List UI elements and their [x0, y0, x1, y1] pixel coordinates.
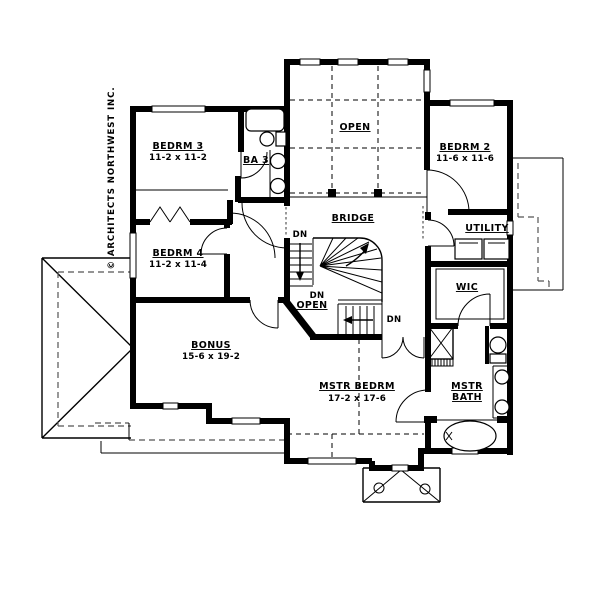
label-bridge: BRIDGE: [332, 213, 375, 224]
bridge-railing-dashed: [285, 206, 424, 240]
bath3-fixtures: [245, 108, 287, 200]
label-mstr-bath-1: MSTR: [451, 381, 483, 392]
post: [374, 189, 382, 197]
washer: [454, 238, 483, 260]
rear-deck-outline: [95, 422, 287, 454]
label-bedrm2: BEDRM 2: [439, 142, 490, 153]
label-mstr-bedrm: MSTR BEDRM: [319, 381, 395, 392]
window: [307, 457, 357, 465]
dims-bedrm4: 11-2 x 11-4: [149, 260, 207, 270]
window: [337, 58, 359, 66]
toilet-tank: [489, 353, 507, 364]
window: [506, 220, 514, 236]
dims-bonus: 15-6 x 19-2: [182, 352, 240, 362]
master-ceiling-dashed: [287, 339, 424, 461]
label-utility: UTILITY: [465, 223, 508, 234]
wic-shelving: [435, 268, 505, 320]
tub-faucet: [445, 431, 453, 441]
sink: [494, 399, 510, 415]
label-bedrm4: BEDRM 4: [152, 248, 203, 259]
label-ba3: BA 3: [243, 155, 269, 166]
left-hip-roof: [41, 257, 134, 439]
sink: [494, 369, 510, 385]
post: [328, 189, 336, 197]
label-dn-upper: DN: [293, 230, 308, 240]
window: [231, 417, 261, 425]
stairs: [287, 237, 383, 338]
toilet: [259, 131, 275, 147]
label-bedrm3: BEDRM 3: [152, 141, 203, 152]
master-bath-fixtures: [428, 326, 510, 452]
window: [423, 69, 431, 93]
utility-fixtures: [454, 238, 510, 260]
dims-mstr-bedrm: 17-2 x 17-6: [328, 394, 386, 404]
label-open-stair: OPEN: [296, 300, 327, 311]
dryer: [483, 238, 510, 260]
window: [391, 464, 409, 472]
sink: [269, 177, 287, 195]
oval-tub: [443, 420, 497, 452]
open-area-ceiling-grid: [287, 66, 427, 198]
architect-credit: © ARCHITECTS NORTHWEST INC.: [107, 86, 117, 269]
window: [129, 232, 137, 279]
window: [449, 99, 495, 107]
window: [151, 105, 206, 113]
window: [162, 402, 179, 410]
windows: [129, 58, 514, 472]
bathtub: [245, 108, 285, 132]
toilet: [489, 336, 507, 354]
sink: [269, 152, 287, 170]
toilet-tank: [275, 131, 287, 147]
right-roof-outline: [513, 157, 564, 291]
label-bonus: BONUS: [191, 340, 231, 351]
label-mstr-bath-2: BATH: [452, 392, 482, 403]
window: [387, 58, 409, 66]
bifold-closet-door: [149, 206, 191, 223]
window: [299, 58, 321, 66]
label-dn-lower: DN: [387, 315, 402, 325]
label-open-above: OPEN: [339, 122, 370, 133]
label-wic: WIC: [456, 282, 478, 293]
dims-bedrm3: 11-2 x 11-2: [149, 153, 207, 163]
porch-hip-roof: [362, 467, 441, 503]
doors: [136, 151, 491, 423]
dims-bedrm2: 11-6 x 11-6: [436, 154, 494, 164]
labels: © ARCHITECTS NORTHWEST INC. BEDRM 3 11-2…: [107, 86, 508, 404]
label-dn-mid: DN: [310, 291, 325, 301]
